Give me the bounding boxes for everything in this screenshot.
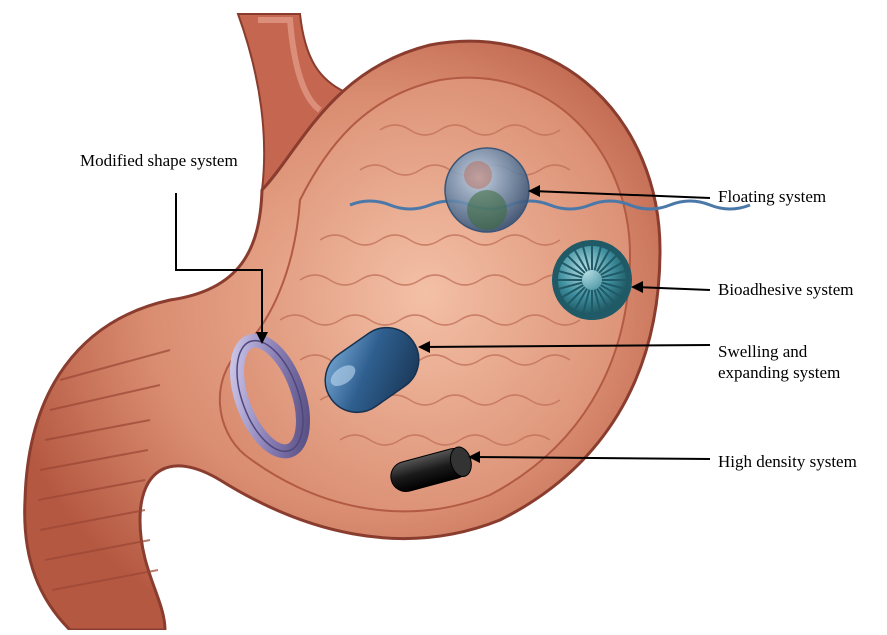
label-swelling-line2: expanding system (718, 362, 840, 383)
label-modified-shape-system: Modified shape system (80, 150, 238, 171)
label-floating-system: Floating system (718, 186, 826, 207)
label-bioadhesive-system: Bioadhesive system (718, 279, 854, 300)
label-swelling-line1: Swelling and (718, 341, 840, 362)
label-swelling-expanding-system: Swelling and expanding system (718, 341, 840, 383)
bioadhesive-sphere (552, 240, 632, 320)
label-high-density-system: High density system (718, 451, 857, 472)
